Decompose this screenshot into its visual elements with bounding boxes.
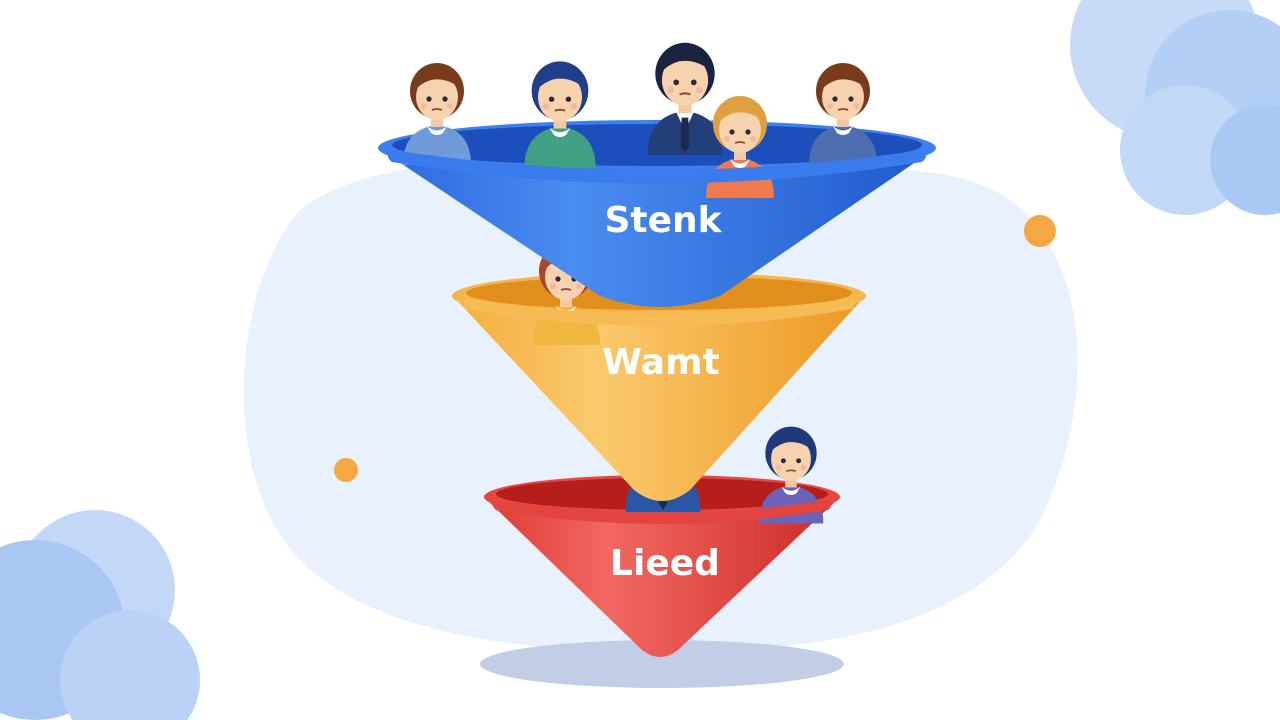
funnel-shadow: [480, 640, 844, 688]
person-eye: [673, 79, 680, 86]
person-eye: [848, 96, 854, 102]
person-face: [661, 54, 709, 106]
person-face: [822, 74, 864, 120]
person-woman-hair-bun: [809, 63, 877, 165]
person-cheek: [570, 103, 577, 110]
person-man-in-suit-top: [647, 42, 723, 155]
person-eye: [565, 96, 572, 102]
person-woman-blonde-hair: [706, 96, 774, 198]
person-body: [524, 126, 596, 169]
person-cheek: [421, 103, 427, 109]
cloud-top-right: [1070, 0, 1280, 215]
person-eye: [780, 458, 786, 464]
person-cheek: [447, 103, 453, 109]
funnel-stage-2-rim-front: [463, 298, 855, 326]
funnel-stage-1-rim-front: [388, 150, 926, 184]
person-mouth: [679, 92, 691, 96]
person-face: [416, 74, 458, 120]
person-cheek: [800, 464, 807, 471]
person-cheek: [724, 136, 730, 142]
stage-label-1: Stenk: [604, 200, 722, 241]
person-mouth: [785, 469, 797, 473]
person-eye: [796, 458, 802, 464]
person-face: [771, 437, 811, 481]
person-cheek: [827, 103, 833, 109]
shirt-collar: [781, 486, 801, 495]
person-eye: [745, 129, 751, 135]
person-cheek: [543, 103, 550, 110]
person-mouth: [431, 108, 443, 111]
person-girl-dark-hair: [758, 426, 824, 524]
person-fringe: [769, 431, 814, 454]
person-eye: [442, 96, 448, 102]
person-cheek: [853, 103, 859, 109]
shirt-collar: [730, 159, 750, 168]
person-cheek: [667, 86, 674, 94]
person-fringe: [414, 67, 461, 91]
person-cheek: [696, 86, 703, 94]
shirt-collar: [427, 126, 447, 135]
person-mouth: [560, 288, 572, 291]
person-eye: [832, 96, 838, 102]
funnel-stage-3-rim-front: [493, 500, 831, 524]
stage-label-3: Lieed: [610, 543, 720, 584]
person-fringe: [820, 67, 867, 91]
person-cheek: [775, 464, 782, 471]
person-cheek: [576, 283, 582, 289]
stage-label-2: Wamt: [602, 342, 719, 383]
cloud-bottom-left: [0, 510, 200, 720]
person-cheek: [550, 283, 556, 289]
person-mouth: [837, 108, 849, 111]
orange-dot-left: [334, 458, 358, 482]
necktie: [680, 117, 690, 153]
person-woman-dark-blue-hair: [524, 61, 596, 169]
person-mouth: [554, 108, 566, 112]
orange-dot-right: [1024, 215, 1056, 247]
shirt-collar: [833, 126, 853, 135]
person-fringe: [535, 66, 586, 91]
person-fringe: [717, 100, 764, 124]
person-fringe: [659, 48, 712, 74]
person-eye: [690, 79, 697, 86]
person-face: [537, 72, 583, 122]
person-cheek: [750, 136, 756, 142]
person-eye: [555, 276, 561, 282]
person-eye: [729, 129, 735, 135]
person-mouth: [734, 141, 746, 144]
person-eye: [548, 96, 555, 102]
person-body: [809, 125, 877, 165]
person-eye: [426, 96, 432, 102]
person-woman-short-brown-hair: [403, 63, 471, 165]
person-face: [719, 107, 761, 153]
